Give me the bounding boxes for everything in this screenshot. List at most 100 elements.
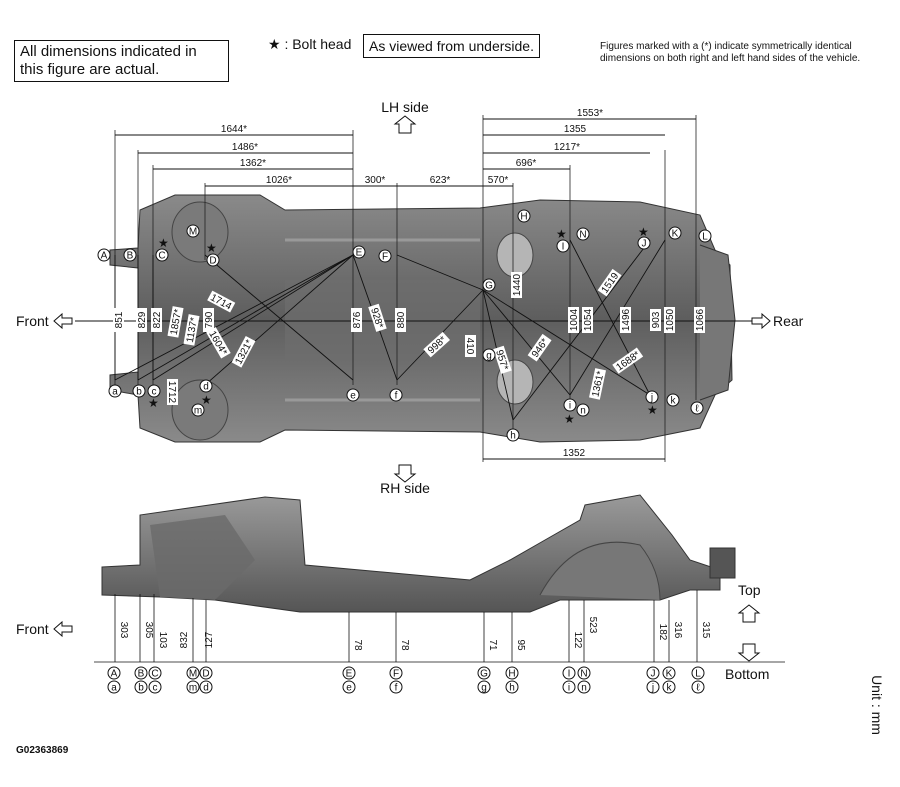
point-marker: e: [346, 388, 360, 402]
point-marker: f: [389, 680, 403, 694]
point-letter: F: [393, 669, 399, 680]
bolt-head-markers: ★ ★ ★ ★ ★ ★ ★ ★: [148, 225, 658, 426]
dim-label: 1440: [512, 273, 523, 296]
point-letter: N: [579, 230, 586, 241]
point-letter: ℓ: [696, 683, 700, 694]
dim-label: 1004: [569, 308, 580, 331]
front-indicator-side: Front: [16, 620, 73, 638]
point-marker: E: [352, 245, 366, 259]
point-marker: e: [342, 680, 356, 694]
point-marker: F: [378, 249, 392, 263]
point-marker: k: [662, 680, 676, 694]
front-label: Front: [16, 313, 49, 329]
actual-dimensions-text: All dimensions indicated in this figure …: [20, 43, 197, 78]
height-label: 303: [118, 622, 129, 639]
point-letter: i: [569, 401, 571, 412]
height-label: 78: [399, 639, 410, 651]
point-letter: G: [485, 281, 493, 292]
point-marker: G: [482, 278, 496, 292]
point-marker: g: [482, 348, 496, 362]
dim-label: 1496: [621, 308, 632, 331]
dim-label: 1486*: [232, 142, 258, 153]
point-marker: I: [562, 666, 576, 680]
point-letter: ℓ: [695, 404, 699, 415]
point-marker: j: [646, 680, 660, 694]
side-view-points-lower: a b c m d e f g h i n j k ℓ: [107, 680, 705, 694]
point-letter: K: [666, 669, 673, 680]
point-marker: c: [147, 384, 161, 398]
point-letter: a: [111, 683, 117, 694]
top-bottom-indicator: Top Bottom: [725, 582, 769, 682]
rh-side-indicator: RH side: [380, 464, 430, 496]
dim-label: 1137*: [185, 317, 200, 344]
symmetric-text: Figures marked with a (*) indicate symme…: [600, 41, 861, 64]
point-marker: j: [645, 390, 659, 404]
point-letter: b: [138, 683, 144, 694]
point-marker: a: [108, 384, 122, 398]
point-marker: N: [576, 227, 590, 241]
point-marker: m: [191, 403, 205, 417]
point-letter: H: [520, 212, 527, 223]
up-arrow-icon: [737, 604, 761, 623]
viewed-from-text: As viewed from underside.: [369, 38, 534, 54]
side-leader-lines: [94, 590, 785, 663]
dim-label: 1361*: [590, 370, 606, 398]
point-letter: A: [101, 251, 108, 262]
point-marker: g: [477, 680, 491, 694]
bolt-head-icon: ★: [638, 225, 649, 239]
point-letter: F: [382, 252, 388, 263]
diagonal-dimension-labels: 851 829 822 1857* 1137* 790 1714 1604* 1…: [113, 268, 706, 405]
point-marker: A: [97, 248, 111, 262]
side-height-labels: 303 305 103 832 127 78 78 71 95 122 523 …: [118, 617, 711, 651]
dim-label: 880: [396, 311, 407, 328]
point-marker: M: [186, 666, 200, 680]
point-marker: F: [389, 666, 403, 680]
point-marker: I: [556, 239, 570, 253]
top-dimension-labels: 1644* 1486* 1362* 1026* 300* 623* 570* 1…: [221, 108, 603, 459]
dim-label: 1355: [564, 124, 587, 135]
dim-label: 1054: [583, 308, 594, 331]
bottom-label: Bottom: [725, 666, 769, 682]
point-letter: a: [112, 387, 118, 398]
dim-label: 570*: [488, 175, 509, 186]
point-marker: C: [155, 248, 169, 262]
dim-label: 790: [204, 311, 215, 328]
left-arrow-icon: [53, 312, 73, 330]
top-view-points-upper: A B C M D E F G H I N J K L: [97, 209, 712, 292]
point-marker: M: [186, 224, 200, 238]
point-letter: n: [581, 683, 587, 694]
point-letter: I: [568, 669, 571, 680]
point-letter: M: [189, 669, 197, 680]
point-marker: i: [562, 680, 576, 694]
side-view-points-upper: A B C M D E F G H I N J K L: [107, 666, 705, 680]
point-letter: E: [346, 669, 353, 680]
dim-label: 1217*: [554, 142, 580, 153]
point-marker: m: [186, 680, 200, 694]
point-marker: a: [107, 680, 121, 694]
dim-label: 1066: [695, 308, 706, 331]
dim-label: 1644*: [221, 124, 247, 135]
bolt-head-icon: ★: [564, 412, 575, 426]
right-arrow-icon: [751, 312, 771, 330]
unit-label: Unit : mm: [869, 675, 885, 735]
point-letter: n: [580, 406, 586, 417]
point-letter: c: [152, 387, 157, 398]
height-label: 78: [352, 639, 363, 651]
point-marker: k: [666, 393, 680, 407]
down-arrow-icon: [737, 643, 761, 662]
height-label: 95: [515, 639, 526, 651]
point-letter: D: [202, 669, 209, 680]
point-marker: E: [342, 666, 356, 680]
point-letter: I: [562, 242, 565, 253]
dim-label: 1050: [665, 308, 676, 331]
point-letter: B: [127, 251, 134, 262]
point-marker: b: [132, 384, 146, 398]
point-letter: k: [667, 683, 673, 694]
point-marker: H: [505, 666, 519, 680]
point-letter: e: [346, 683, 352, 694]
dim-label: 1362*: [240, 158, 266, 169]
rear-indicator: Rear: [751, 312, 804, 330]
point-marker: f: [389, 388, 403, 402]
point-marker: K: [662, 666, 676, 680]
